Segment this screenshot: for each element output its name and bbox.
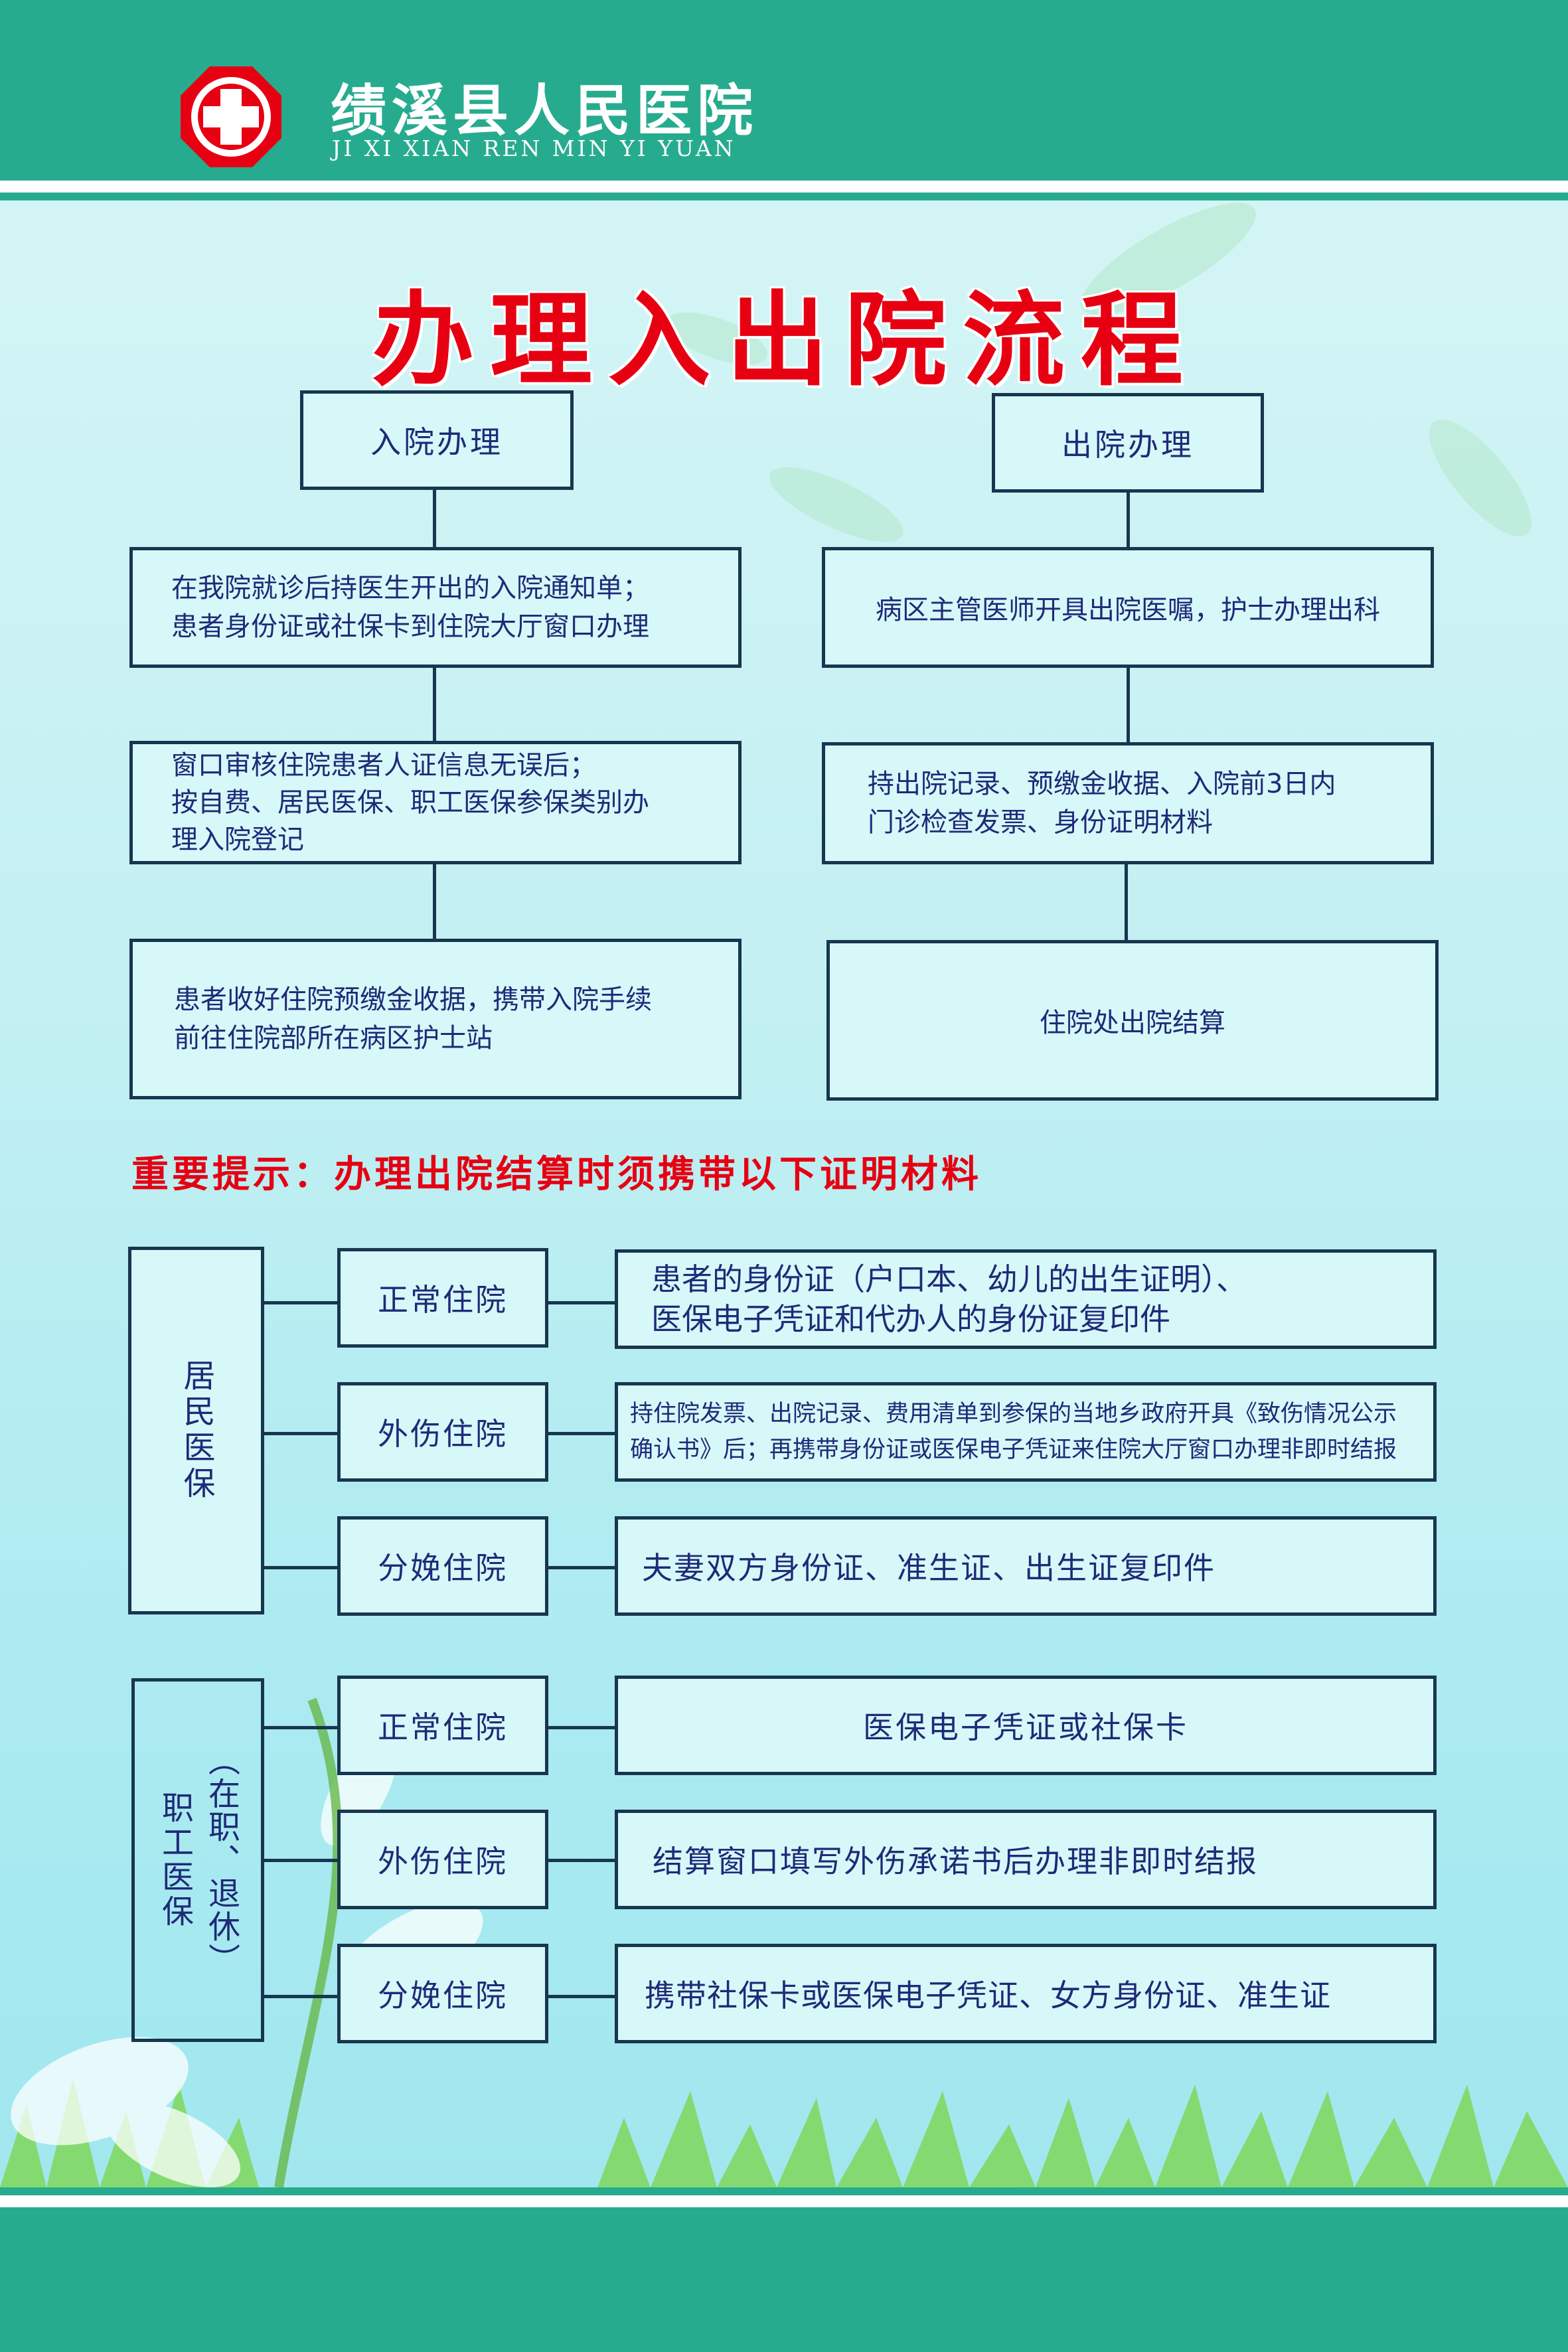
discharge-step-2: 持出院记录、预缴金收据、入院前3日内 门诊检查发票、身份证明材料 [822, 742, 1434, 864]
employee-type-label: 正常住院 [378, 1709, 508, 1745]
connector-line [548, 1432, 616, 1435]
employee-materials-text: 结算窗口填写外伤承诺书后办理非即时结报 [653, 1843, 1258, 1879]
admission-step-2: 窗口审核住院患者人证信息无误后； 按自费、居民医保、职工医保参保类别办 理入院登… [129, 741, 742, 864]
admission-step-3-text: 患者收好住院预缴金收据，携带入院手续 前往住院部所在病区护士站 [174, 984, 652, 1054]
leaf-icon [769, 467, 903, 542]
resident-materials-text: 患者的身份证（户口本、幼儿的出生证明）、 医保电子凭证和代办人的身份证复印件 [651, 1261, 1247, 1337]
footer-bar [0, 2207, 1568, 2352]
connector-line [548, 1726, 616, 1729]
connector-line [548, 1859, 616, 1862]
connector-line [264, 1566, 339, 1569]
discharge-heading-box: 出院办理 [992, 393, 1264, 493]
resident-materials-text: 持住院发票、出院记录、费用清单到参保的当地乡政府开具《致伤情况公示 确认书》后；… [630, 1401, 1397, 1463]
connector-line [1125, 864, 1128, 941]
leaf-icon [1081, 202, 1256, 315]
lily-flower-icon [105, 2101, 240, 2187]
employee-materials-box: 结算窗口填写外伤承诺书后办理非即时结报 [615, 1810, 1437, 1909]
connector-line [1127, 493, 1130, 548]
resident-type-label: 分娩住院 [378, 1550, 508, 1586]
connector-line [264, 1301, 339, 1304]
hospital-name: 绩溪县人民医院 [331, 78, 759, 143]
header-divider [0, 181, 1568, 193]
resident-type-label: 正常住院 [378, 1282, 508, 1318]
resident-materials-box: 患者的身份证（户口本、幼儿的出生证明）、 医保电子凭证和代办人的身份证复印件 [615, 1249, 1437, 1349]
discharge-step-3: 住院处出院结算 [826, 940, 1439, 1101]
connector-line [548, 1995, 616, 1998]
important-notice: 重要提示：办理出院结算时须携带以下证明材料 [131, 1153, 982, 1196]
employee-materials-text: 携带社保卡或医保电子凭证、女方身份证、准生证 [645, 1978, 1331, 2013]
discharge-step-1-text: 病区主管医师开具出院医嘱，护士办理出科 [876, 595, 1380, 625]
red-cross-logo-icon [181, 66, 281, 167]
connector-line [264, 1432, 339, 1435]
discharge-step-1: 病区主管医师开具出院医嘱，护士办理出科 [822, 547, 1434, 668]
connector-line [264, 1995, 339, 1998]
connector-line [433, 668, 436, 742]
admission-step-3: 患者收好住院预缴金收据，携带入院手续 前往住院部所在病区护士站 [129, 939, 742, 1099]
leaf-icon [1429, 419, 1532, 537]
header-divider [0, 193, 1568, 200]
resident-materials-box: 持住院发票、出院记录、费用清单到参保的当地乡政府开具《致伤情况公示 确认书》后；… [615, 1382, 1437, 1482]
employee-type-label: 分娩住院 [378, 1978, 508, 2013]
hospital-pinyin: JI XI XIAN REN MIN YI YUAN [332, 135, 736, 161]
discharge-heading: 出院办理 [1061, 427, 1194, 463]
resident-type-label: 外伤住院 [378, 1416, 508, 1452]
lily-stem-icon [274, 1697, 343, 2189]
admission-heading-box: 入院办理 [300, 390, 574, 490]
employee-materials-box: 医保电子凭证或社保卡 [615, 1676, 1437, 1775]
employee-materials-box: 携带社保卡或医保电子凭证、女方身份证、准生证 [615, 1944, 1437, 2043]
connector-line [548, 1566, 616, 1569]
admission-step-1: 在我院就诊后持医生开出的入院通知单； 患者身份证或社保卡到住院大厅窗口办理 [129, 547, 742, 668]
employee-type-box: 正常住院 [337, 1676, 548, 1775]
resident-type-box: 正常住院 [337, 1248, 548, 1348]
connector-line [548, 1301, 616, 1304]
resident-type-box: 分娩住院 [337, 1516, 548, 1616]
employee-insurance-label-box: 职工医保 （在职、退休） [131, 1678, 264, 2042]
employee-type-label: 外伤住院 [378, 1843, 508, 1879]
resident-insurance-label: 居民医保 [177, 1359, 215, 1502]
page-title: 办理入出院流程 [372, 281, 1200, 400]
admission-step-2-text: 窗口审核住院患者人证信息无误后； 按自费、居民医保、职工医保参保类别办 理入院登… [171, 750, 649, 855]
employee-materials-text: 医保电子凭证或社保卡 [863, 1709, 1188, 1745]
resident-insurance-label-box: 居民医保 [128, 1247, 264, 1614]
grass-icon [597, 2091, 1036, 2187]
admission-heading: 入院办理 [370, 424, 503, 460]
admission-step-1-text: 在我院就诊后持医生开出的入院通知单； 患者身份证或社保卡到住院大厅窗口办理 [171, 573, 649, 642]
connector-line [264, 1859, 339, 1862]
employee-type-box: 外伤住院 [337, 1810, 548, 1909]
leaf-icon [666, 312, 767, 365]
discharge-step-2-text: 持出院记录、预缴金收据、入院前3日内 门诊检查发票、身份证明材料 [868, 769, 1336, 838]
footer-divider [0, 2195, 1568, 2207]
footer-divider [0, 2187, 1568, 2195]
resident-type-box: 外伤住院 [337, 1382, 548, 1482]
employee-type-box: 分娩住院 [337, 1944, 548, 2043]
discharge-step-3-text: 住院处出院结算 [1040, 1008, 1225, 1038]
connector-line [264, 1726, 339, 1729]
resident-materials-text: 夫妻双方身份证、准生证、出生证复印件 [642, 1550, 1215, 1586]
connector-line [433, 490, 436, 548]
grass-icon [1036, 2084, 1568, 2187]
connector-line [1127, 668, 1130, 744]
employee-insurance-sublabel: （在职、退休） [202, 1744, 240, 1976]
resident-materials-box: 夫妻双方身份证、准生证、出生证复印件 [615, 1516, 1437, 1616]
employee-insurance-label: 职工医保 [156, 1791, 193, 1929]
connector-line [433, 864, 436, 940]
